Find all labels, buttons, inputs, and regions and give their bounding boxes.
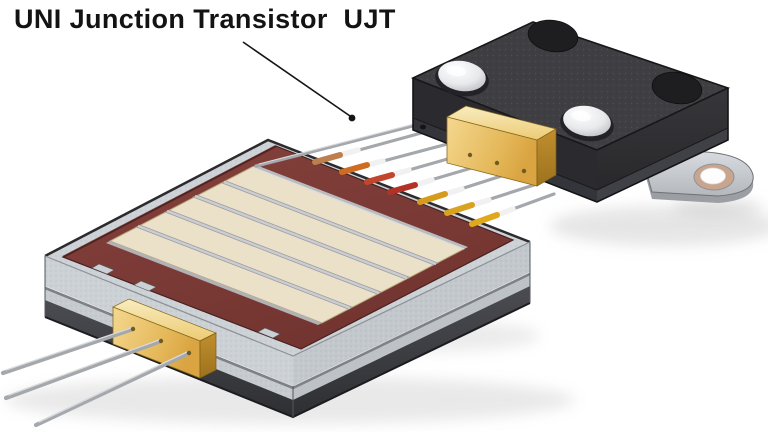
pcb-notch [257, 327, 281, 339]
screw-dome [435, 60, 489, 97]
black-terminal-block [446, 105, 557, 187]
black-package-top-features [435, 19, 703, 142]
plain-wire [254, 122, 422, 168]
wire-lead-6 [444, 182, 539, 216]
mounting-hole [651, 71, 703, 105]
black-package [410, 19, 754, 203]
lead-exit-hole [158, 338, 164, 344]
wire-lead-5 [417, 170, 516, 205]
wire-lead-1 [312, 130, 427, 165]
mounting-hole [527, 19, 579, 53]
pcb-notch [133, 280, 157, 292]
lead-exit-hole [467, 152, 473, 158]
page-title: UNI Junction Transistor UJT [14, 4, 396, 34]
connector-wires [254, 122, 556, 227]
arrow-dot [348, 114, 356, 122]
rail-traces [135, 180, 439, 310]
wire-lead-2 [339, 140, 457, 175]
annotation-arrow [242, 41, 356, 122]
pcb-notch [91, 263, 115, 275]
lead-exit-hole [494, 160, 500, 166]
ceramic-strips [106, 165, 468, 325]
flat-terminal-block [0, 298, 217, 428]
lead-exit-hole [521, 168, 527, 174]
wire-lead-7 [469, 192, 556, 227]
screw-dome [560, 105, 614, 142]
flat-lead-wires [0, 326, 192, 428]
lead-exit-hole [186, 350, 192, 356]
lead-exit-hole [130, 326, 136, 332]
side-lead-hole [420, 124, 426, 130]
flat-package [0, 138, 531, 428]
